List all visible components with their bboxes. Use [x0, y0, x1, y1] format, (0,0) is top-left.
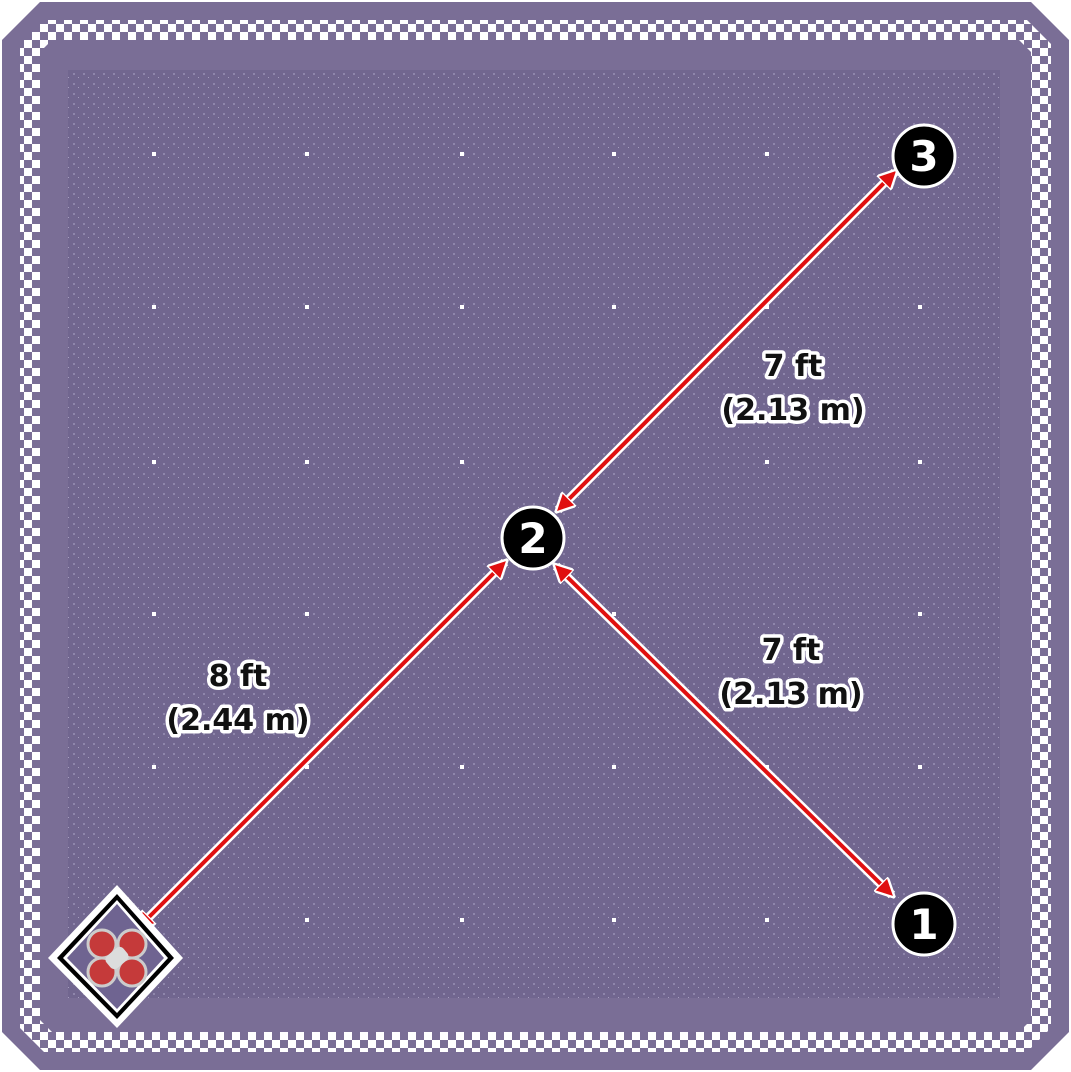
distance-m: (2.44 m) — [166, 703, 309, 738]
distance-m: (2.13 m) — [719, 677, 862, 712]
waypoint-3: 3 — [891, 123, 957, 189]
distance-label-start-to-2: 8 ft (2.44 m) — [163, 656, 313, 742]
distance-label-2-to-1: 7 ft (2.13 m) — [716, 630, 866, 716]
waypoint-1: 1 — [891, 891, 957, 957]
distance-ft: 8 ft — [209, 659, 268, 694]
arrow-start-to-2 — [138, 562, 505, 928]
distance-m: (2.13 m) — [721, 393, 864, 428]
distance-ft: 7 ft — [764, 349, 823, 384]
waypoint-1-label: 1 — [909, 900, 938, 949]
arrow-2-to-1 — [556, 566, 892, 895]
arrow-2-to-3 — [558, 172, 895, 510]
drone-icon — [86, 928, 148, 988]
waypoint-3-label: 3 — [909, 132, 938, 181]
waypoint-2: 2 — [500, 505, 566, 571]
flight-path-arrows — [138, 172, 895, 928]
start-pad — [48, 885, 183, 1028]
distance-label-2-to-3: 7 ft (2.13 m) — [718, 346, 868, 432]
waypoint-2-label: 2 — [518, 514, 547, 563]
distance-ft: 7 ft — [762, 633, 821, 668]
